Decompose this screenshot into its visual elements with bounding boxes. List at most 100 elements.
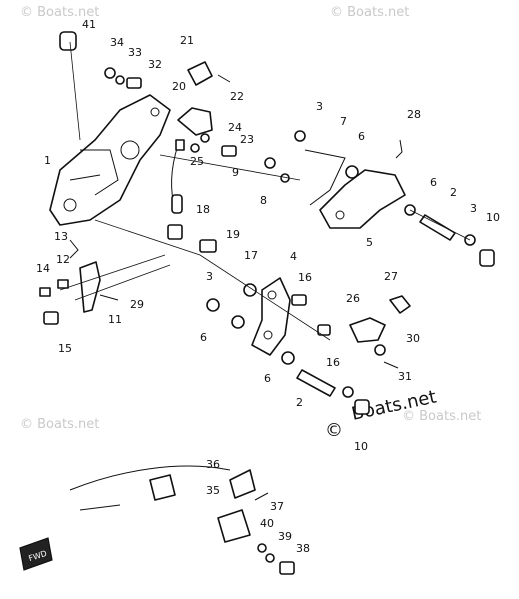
callout-40: 40 <box>260 517 274 530</box>
callout-16-lower: 16 <box>326 356 340 369</box>
callout-10-lower: 10 <box>354 440 368 453</box>
block-12 <box>57 279 69 289</box>
washer-30 <box>374 344 386 356</box>
callout-17: 17 <box>244 249 258 262</box>
callout-28: 28 <box>407 108 421 121</box>
callout-41: 41 <box>82 18 96 31</box>
callout-3-top: 3 <box>316 100 323 113</box>
screw-14 <box>39 287 51 297</box>
bolt-23 <box>221 145 237 157</box>
callout-26: 26 <box>346 292 360 305</box>
callout-13: 13 <box>54 230 68 243</box>
shaft-2-right <box>419 214 456 241</box>
callout-38: 38 <box>296 542 310 555</box>
cap-41 <box>59 31 77 51</box>
washer-3-upper <box>294 130 306 142</box>
screw-16-lower <box>317 324 331 336</box>
callout-15: 15 <box>58 342 72 355</box>
callout-4: 4 <box>290 250 297 263</box>
callout-31: 31 <box>398 370 412 383</box>
callout-3-right: 3 <box>470 202 477 215</box>
watermark-top-left: © Boats.net <box>20 5 99 20</box>
callout-7: 7 <box>340 115 347 128</box>
watermark-mid-left: © Boats.net <box>20 417 99 432</box>
callout-8: 8 <box>260 194 267 207</box>
lower-assembly <box>69 465 295 575</box>
callout-6-right: 6 <box>430 176 437 189</box>
callout-39: 39 <box>278 530 292 543</box>
bolt-32 <box>126 77 142 89</box>
callout-32: 32 <box>148 58 162 71</box>
cam-5 <box>319 165 406 229</box>
callout-2-lower: 2 <box>296 396 303 409</box>
callout-11: 11 <box>108 313 122 326</box>
callout-36: 36 <box>206 458 220 471</box>
pin-31 <box>383 361 399 369</box>
pin-22 <box>217 74 231 83</box>
callout-33: 33 <box>128 46 142 59</box>
washer-17 <box>243 283 257 297</box>
screw-16-upper <box>291 294 307 306</box>
washer-34 <box>104 67 116 79</box>
collar-6-left <box>231 315 245 329</box>
brand-symbol: © <box>325 420 343 441</box>
pin-29 <box>99 294 119 301</box>
callout-37: 37 <box>270 500 284 513</box>
callout-18: 18 <box>196 203 210 216</box>
clip-36 <box>229 469 256 499</box>
callout-12: 12 <box>56 253 70 266</box>
callout-24: 24 <box>228 121 242 134</box>
callout-30: 30 <box>406 332 420 345</box>
callout-22: 22 <box>230 90 244 103</box>
bushing-9 <box>264 157 276 169</box>
washer-40 <box>257 543 267 553</box>
callout-14: 14 <box>36 262 50 275</box>
bolt-15 <box>43 311 59 325</box>
callout-23: 23 <box>240 133 254 146</box>
lever-11 <box>79 261 101 313</box>
washer-25 <box>190 143 200 153</box>
callout-3-mid: 3 <box>206 270 213 283</box>
arm-26 <box>349 317 386 343</box>
callout-29: 29 <box>130 298 144 311</box>
fwd-tag: FWD <box>19 537 53 571</box>
callout-20: 20 <box>172 80 186 93</box>
callout-labels: 41 34 33 32 21 20 22 3 7 28 24 25 23 6 9… <box>36 18 500 555</box>
washer-33 <box>115 75 125 85</box>
cap-10-right <box>479 249 495 267</box>
callout-10-right: 10 <box>486 211 500 224</box>
washer-3-mid <box>206 298 220 312</box>
spring-13 <box>69 239 79 259</box>
callout-21: 21 <box>180 34 194 47</box>
watermark-top-right: © Boats.net <box>330 5 409 20</box>
callout-16-upper: 16 <box>298 271 312 284</box>
callout-19: 19 <box>226 228 240 241</box>
lever-20 <box>177 107 213 136</box>
cable-18 <box>167 139 185 240</box>
clip-27 <box>389 295 411 314</box>
callout-6-lower: 6 <box>264 372 271 385</box>
callout-27: 27 <box>384 270 398 283</box>
washer-24 <box>200 133 210 143</box>
callout-6-top: 6 <box>358 130 365 143</box>
plate-4 <box>251 277 291 356</box>
callout-1: 1 <box>44 154 51 167</box>
washer-39 <box>265 553 275 563</box>
link-21 <box>187 61 213 86</box>
callout-35: 35 <box>206 484 220 497</box>
callout-5: 5 <box>366 236 373 249</box>
nut-19 <box>199 239 217 253</box>
bracket-35 <box>217 509 251 543</box>
collar-6-lower <box>281 351 295 365</box>
main-bracket <box>49 94 171 226</box>
callout-34: 34 <box>110 36 124 49</box>
callout-25: 25 <box>190 155 204 168</box>
leader-lines <box>59 41 471 341</box>
pin-37 <box>254 492 269 501</box>
callout-6-left: 6 <box>200 331 207 344</box>
shaft-2-lower <box>296 369 336 397</box>
callout-2-right: 2 <box>450 186 457 199</box>
bolt-38 <box>279 561 295 575</box>
cap-10-lower <box>354 399 370 415</box>
watermark-mid-right: © Boats.net <box>402 409 481 424</box>
